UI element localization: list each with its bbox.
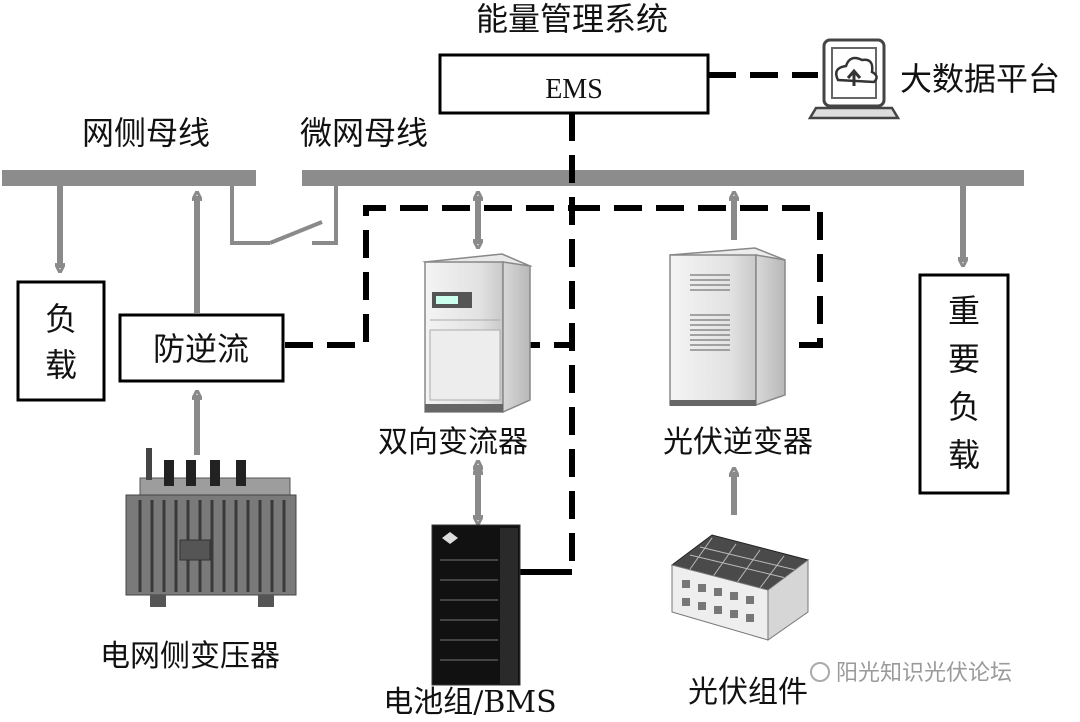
battery-label: 电池组/BMS xyxy=(383,685,556,720)
watermark: 阳光知识光伏论坛 xyxy=(810,661,1012,686)
load-char-1: 负 xyxy=(45,300,77,338)
important-load-char-2: 要 xyxy=(948,340,980,378)
bidirectional-converter-image xyxy=(422,253,533,414)
cloud-platform-label: 大数据平台 xyxy=(900,60,1060,98)
cloud-laptop-icon xyxy=(807,38,901,120)
power-arrows xyxy=(60,186,963,520)
ems-label: EMS xyxy=(545,74,603,105)
pv-modules-image xyxy=(670,534,810,641)
micro-bus xyxy=(302,170,1024,186)
grid-transformer-image xyxy=(125,448,297,607)
pv-inverter-label: 光伏逆变器 xyxy=(663,425,813,460)
grid-switch xyxy=(230,186,338,245)
load-char-2: 载 xyxy=(45,346,77,384)
watermark-text: 阳光知识光伏论坛 xyxy=(836,661,1012,686)
micro-bus-label: 微网母线 xyxy=(300,114,428,152)
important-load-char-4: 载 xyxy=(948,436,980,474)
ems-box xyxy=(438,53,710,115)
important-load-char-1: 重 xyxy=(948,292,980,330)
important-load-char-3: 负 xyxy=(948,388,980,426)
load-box xyxy=(16,280,106,402)
grid-bus xyxy=(2,170,256,186)
transformer-label: 电网侧变压器 xyxy=(100,639,280,674)
pv-inverter-link xyxy=(572,205,823,348)
anti-reverse-label: 防逆流 xyxy=(153,330,249,368)
converter-label: 双向变流器 xyxy=(378,425,528,460)
pv-inverter-image xyxy=(669,247,786,407)
title-label: 能量管理系统 xyxy=(476,0,668,38)
battery-bms-image xyxy=(431,524,521,686)
important-load-box xyxy=(918,273,1010,495)
anti-reverse-link xyxy=(285,205,572,348)
pv-modules-label: 光伏组件 xyxy=(688,675,808,710)
anti-reverse-box xyxy=(118,313,285,383)
grid-bus-label: 网侧母线 xyxy=(82,114,210,152)
